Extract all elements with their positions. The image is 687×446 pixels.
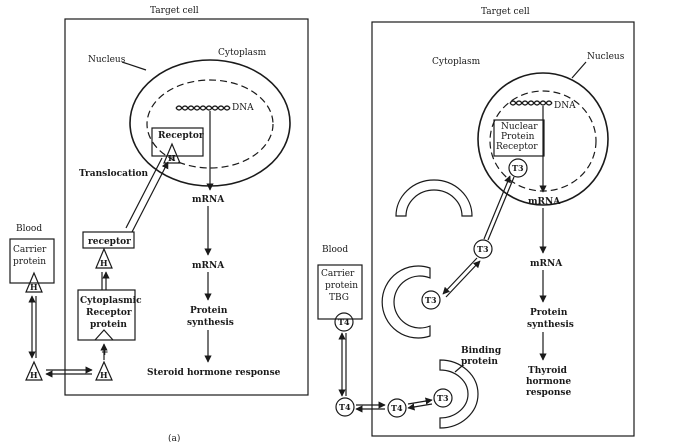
figure-footer: (a) <box>168 433 180 442</box>
t4-free-blood <box>335 397 355 417</box>
steroid-target-cell <box>64 18 309 396</box>
translocation-arrow-1 <box>131 161 169 233</box>
thyroid-carrier-protein <box>317 264 363 320</box>
svg-text:Carrier: Carrier <box>13 245 47 255</box>
t4-carrier <box>334 312 354 332</box>
steroid-hormone-entering <box>95 360 113 381</box>
svg-text:T4: T4 <box>391 403 403 413</box>
steroid-hormone-cyto <box>95 247 113 269</box>
steroid-nuclear-membrane <box>146 79 274 169</box>
svg-text:T3: T3 <box>437 393 449 403</box>
svg-text:T3: T3 <box>477 244 489 254</box>
empty-binding-protein <box>395 179 473 217</box>
cytoplasmic-receptor-protein <box>77 289 136 341</box>
steroid-cytoplasm-label: Cytoplasm <box>218 48 267 58</box>
thyroid-title: Target cell <box>481 7 530 17</box>
steroid-mrna-cyto: mRNA <box>192 261 225 271</box>
svg-text:H: H <box>168 153 176 163</box>
thyroid-mrna-nuclear: mRNA <box>528 197 561 207</box>
steroid-blood-label: Blood <box>16 224 42 234</box>
steroid-receptor-small-label: receptor <box>88 237 131 247</box>
steroid-title: Target cell <box>150 6 199 16</box>
svg-text:Carrier: Carrier <box>321 269 355 279</box>
binding-protein-lower <box>439 359 479 429</box>
svg-text:protein: protein <box>325 281 358 291</box>
svg-text:response: response <box>526 388 571 398</box>
steroid-hormone-free <box>25 360 43 381</box>
steroid-response-label: Steroid hormone response <box>147 368 281 378</box>
svg-text:H: H <box>30 282 38 292</box>
thyroid-mrna-cyto: mRNA <box>530 259 563 269</box>
steroid-nucleus-pointer <box>121 61 147 71</box>
svg-text:H: H <box>100 370 108 380</box>
svg-text:hormone: hormone <box>526 377 571 387</box>
steroid-receptor-label: Receptor <box>158 131 204 141</box>
steroid-dna-helix <box>175 105 231 111</box>
steroid-carrier-protein <box>9 238 55 284</box>
steroid-protein-line1: Protein <box>190 306 228 316</box>
thyroid-cytoplasm-label: Cytoplasm <box>432 57 481 67</box>
binding-protein-label-2: protein <box>461 357 498 367</box>
thyroid-nuclear-receptor <box>493 119 545 157</box>
thyroid-dna-helix <box>509 100 553 106</box>
thyroid-nucleus-label: Nucleus <box>587 52 625 62</box>
svg-text:T4: T4 <box>338 317 350 327</box>
svg-text:T4: T4 <box>339 402 351 412</box>
svg-text:Receptor: Receptor <box>86 308 132 318</box>
intracellular-binding-protein <box>381 265 431 339</box>
steroid-hormone-blood <box>25 271 43 293</box>
thyroid-panel: Target cell Cytoplasm Nucleus DNA Nuclea… <box>317 7 635 437</box>
thyroid-protein-line2: synthesis <box>527 320 574 330</box>
translocation-arrow-2 <box>125 157 163 229</box>
t3-bound <box>421 290 441 310</box>
svg-text:Nuclear: Nuclear <box>501 122 538 132</box>
svg-text:TBG: TBG <box>329 293 349 303</box>
translocation-label: Translocation <box>79 169 149 179</box>
svg-text:T3: T3 <box>512 163 524 173</box>
thyroid-nucleus <box>477 72 609 206</box>
svg-text:T3: T3 <box>425 295 437 305</box>
steroid-nucleus-label: Nucleus <box>88 55 126 65</box>
thyroid-dna-label: DNA <box>554 101 576 111</box>
svg-text:H: H <box>100 258 108 268</box>
t3-binding-protein <box>433 388 453 408</box>
t4-cell <box>387 398 407 418</box>
svg-text:protein: protein <box>90 320 127 330</box>
binding-protein-label-1: Binding <box>461 346 502 356</box>
svg-text:Thyroid: Thyroid <box>528 366 568 376</box>
svg-text:Receptor: Receptor <box>496 142 538 152</box>
thyroid-blood-label: Blood <box>322 245 348 255</box>
steroid-dna-label: DNA <box>232 103 254 113</box>
t3-free <box>473 239 493 259</box>
thyroid-target-cell <box>371 21 635 437</box>
svg-text:Protein: Protein <box>501 132 535 142</box>
svg-text:protein: protein <box>13 257 46 267</box>
t3-nuclear <box>508 158 528 178</box>
steroid-panel: Target cell Cytoplasm Nucleus DNA Recept… <box>9 6 309 396</box>
steroid-protein-line2: synthesis <box>187 318 234 328</box>
svg-text:H: H <box>30 370 38 380</box>
steroid-plus-sign: + <box>101 348 109 358</box>
steroid-receptor-box <box>82 231 135 249</box>
thyroid-protein-line1: Protein <box>530 308 568 318</box>
svg-text:Cytoplasmic: Cytoplasmic <box>80 296 142 306</box>
steroid-hormone-nuclear <box>163 142 181 164</box>
steroid-mrna-nuclear: mRNA <box>192 195 225 205</box>
